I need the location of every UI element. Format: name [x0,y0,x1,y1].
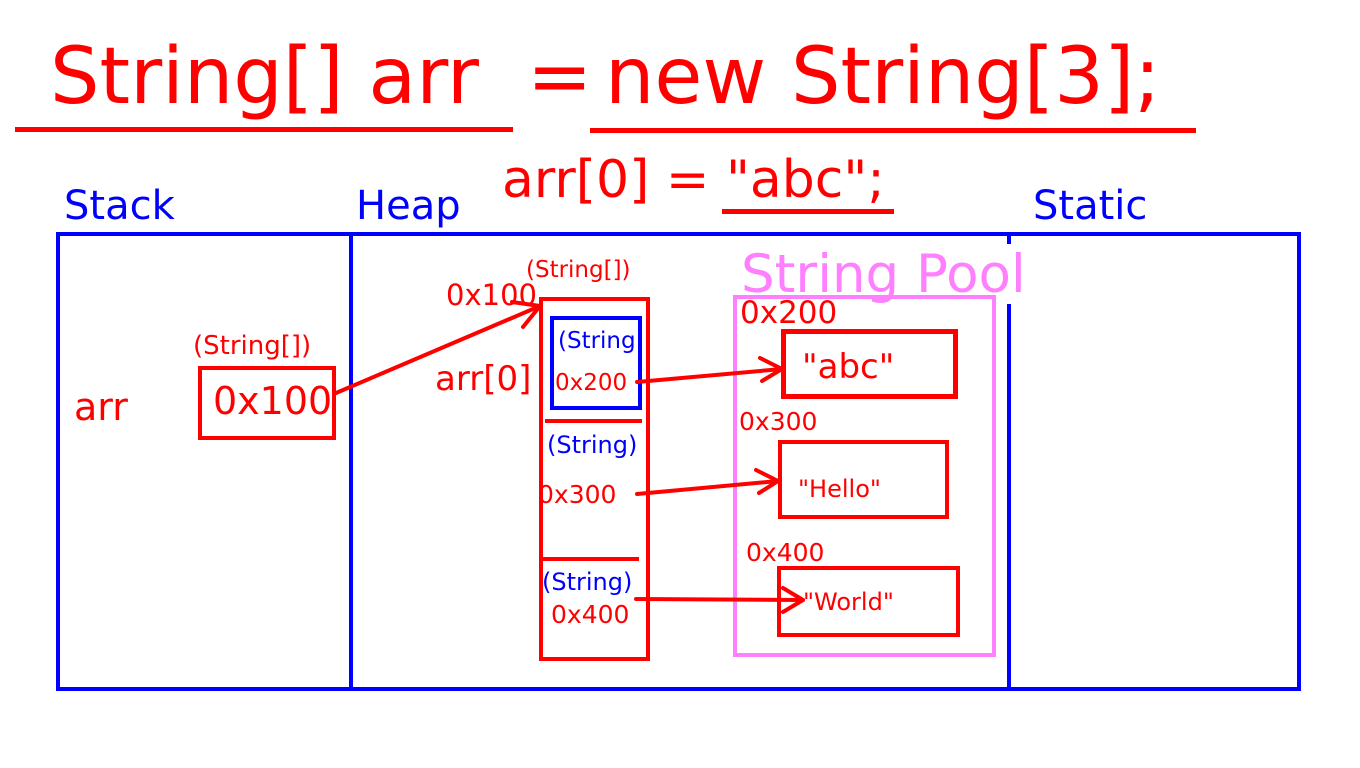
array-cell-0-type: (String [558,328,636,354]
stack-var-value: 0x100 [213,379,333,423]
code-declaration-rhs: new String[3]; [605,32,1161,122]
code-assignment: arr[0] = "abc"; [502,150,885,210]
array-cell-1-type: (String) [547,431,638,459]
code-declaration-lhs: String[] arr [50,32,479,122]
array-cell-2-value: 0x400 [551,600,630,629]
pool-string-1-value: "Hello" [798,475,881,503]
array-type-label: (String[]) [526,257,631,283]
stack-label: Stack [64,183,175,229]
array-cell-divider-2 [541,557,639,561]
static-label: Static [1033,183,1148,229]
pool-string-0-address: 0x200 [740,295,838,331]
underline-rhs [590,128,1196,133]
array-address: 0x100 [446,278,537,312]
stack-var-box [198,366,336,440]
array-cell-0-highlight [550,316,642,410]
memory-outer-box [56,232,1301,691]
underline-abc [722,209,894,214]
string-pool-box [733,295,996,657]
stack-heap-divider [349,232,353,691]
array-cell-0-value: 0x200 [555,370,628,396]
pool-string-0-value: "abc" [802,347,895,387]
stack-var-type: (String[]) [193,331,312,361]
pool-string-1-box [778,440,949,519]
array-element-label: arr[0] [435,359,532,399]
pool-string-1-address: 0x300 [739,407,818,436]
array-cell-divider-1 [545,419,642,423]
heap-static-divider [1007,304,1011,691]
string-pool-label: String Pool [741,244,1026,305]
stack-var-name: arr [74,385,128,429]
pool-string-2-address: 0x400 [746,538,825,567]
array-cell-2-type: (String) [542,568,633,596]
heap-label: Heap [356,183,461,229]
heap-static-divider-top [1007,232,1011,244]
array-cell-1-value: 0x300 [538,480,617,509]
pool-string-2-value: "World" [803,588,894,616]
code-equals: = [527,32,593,122]
underline-lhs [15,127,513,132]
